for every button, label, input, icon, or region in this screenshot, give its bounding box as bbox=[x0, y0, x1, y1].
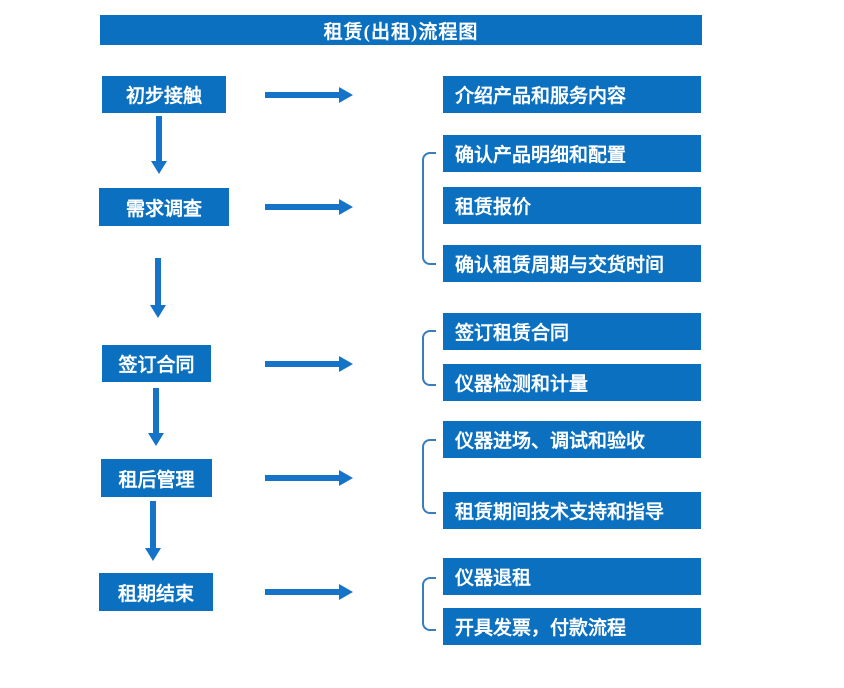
down-arrow-head bbox=[150, 305, 166, 318]
down-arrow-shaft bbox=[153, 388, 159, 433]
right-arrow-head bbox=[339, 470, 353, 486]
detail-box-1-1: 介绍产品和服务内容 bbox=[443, 76, 701, 113]
bracket-group-3 bbox=[422, 330, 436, 386]
right-arrow-shaft bbox=[265, 475, 339, 481]
step-box-post-rental-management: 租后管理 bbox=[101, 459, 212, 497]
detail-box-2-3: 确认租赁周期与交货时间 bbox=[443, 245, 701, 282]
step-box-lease-end: 租期结束 bbox=[99, 573, 213, 611]
detail-box-4-1: 仪器进场、调试和验收 bbox=[443, 421, 701, 458]
down-arrow-shaft bbox=[150, 501, 156, 548]
down-arrow-head bbox=[148, 433, 164, 446]
step-box-demand-survey: 需求调查 bbox=[99, 188, 229, 226]
right-arrow-head bbox=[339, 199, 353, 215]
down-arrow-head bbox=[145, 548, 161, 561]
detail-box-2-2: 租赁报价 bbox=[443, 187, 701, 224]
detail-box-5-1: 仪器退租 bbox=[443, 558, 701, 595]
right-arrow-shaft bbox=[265, 204, 339, 210]
step-box-initial-contact: 初步接触 bbox=[102, 76, 226, 113]
down-arrow-head bbox=[151, 161, 167, 174]
detail-box-4-2: 租赁期间技术支持和指导 bbox=[443, 492, 701, 529]
right-arrow-head bbox=[339, 356, 353, 372]
step-box-sign-contract: 签订合同 bbox=[102, 345, 211, 382]
bracket-group-4 bbox=[422, 439, 436, 514]
bracket-group-5 bbox=[422, 577, 436, 631]
right-arrow-shaft bbox=[265, 361, 339, 367]
right-arrow-shaft bbox=[265, 92, 339, 98]
detail-box-5-2: 开具发票，付款流程 bbox=[443, 608, 701, 645]
detail-box-3-1: 签订租赁合同 bbox=[443, 313, 701, 350]
down-arrow-shaft bbox=[155, 258, 161, 305]
right-arrow-shaft bbox=[265, 589, 339, 595]
right-arrow-head bbox=[339, 584, 353, 600]
flowchart-title: 租赁(出租)流程图 bbox=[100, 15, 702, 45]
detail-box-3-2: 仪器检测和计量 bbox=[443, 364, 701, 401]
down-arrow-shaft bbox=[156, 116, 162, 161]
right-arrow-head bbox=[339, 87, 353, 103]
bracket-group-2 bbox=[422, 152, 436, 265]
detail-box-2-1: 确认产品明细和配置 bbox=[443, 135, 701, 172]
